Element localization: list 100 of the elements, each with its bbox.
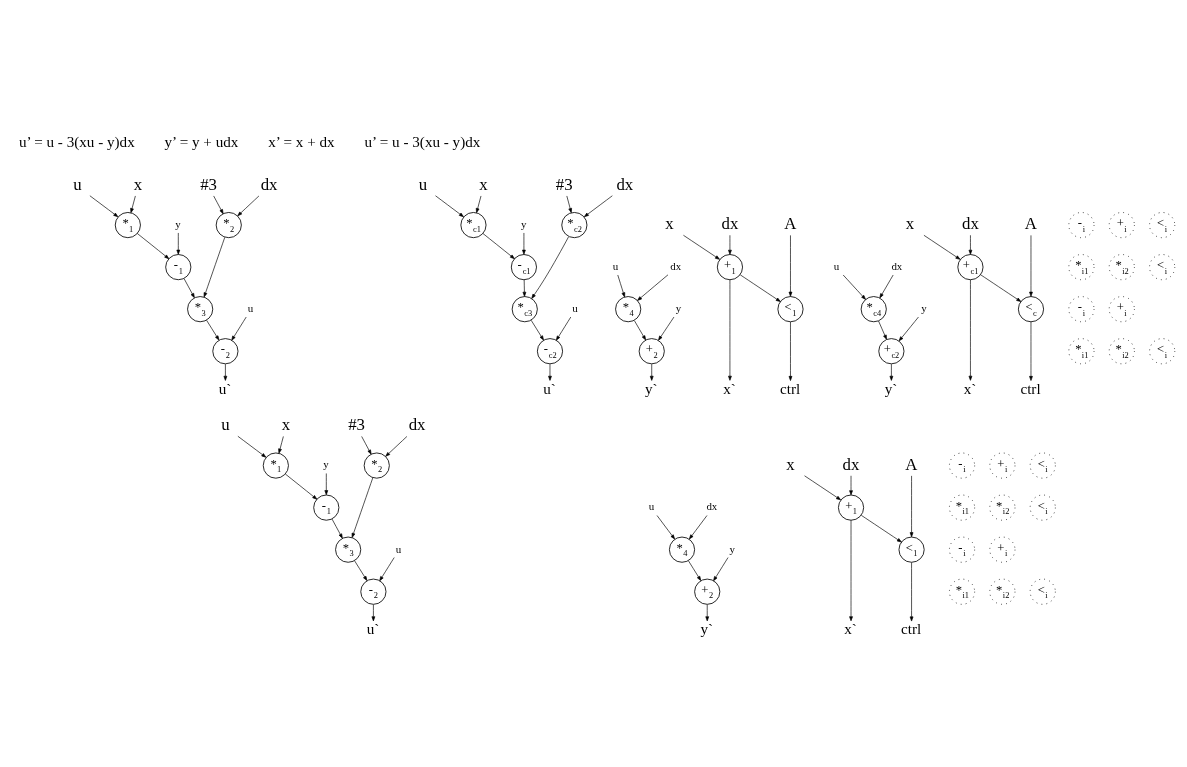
node-text: #3 [348, 414, 365, 434]
arrow [354, 559, 368, 581]
arrow [379, 556, 395, 581]
arrow [634, 319, 646, 340]
node-circle: <$_{i}$ [1149, 253, 1176, 280]
node-text: u` [543, 380, 556, 397]
arrow [278, 435, 284, 453]
node-text: y [921, 301, 927, 314]
node-text: A [1024, 213, 1037, 233]
node-text: y [323, 457, 329, 470]
node-circle: *$_{3}$ [335, 536, 362, 563]
node-text: y [729, 542, 735, 555]
arrow [728, 234, 732, 255]
arrow [849, 519, 853, 621]
node-text: x [786, 454, 795, 474]
node-text: dx [721, 213, 739, 233]
arrow [522, 279, 527, 297]
node-text: u [612, 259, 619, 272]
node-circle: <$_{i}$ [1149, 337, 1176, 364]
node-circle: *$_{i1}$ [949, 494, 976, 521]
arrow [531, 235, 569, 299]
node-text: y` [884, 380, 898, 397]
node-text: dx [670, 259, 682, 272]
node-circle: -$_{i}$ [949, 452, 976, 479]
node-circle: -$_{i}$ [949, 536, 976, 563]
arrow [183, 277, 195, 298]
node-circle: +$_{i}$ [989, 536, 1016, 563]
arrow [909, 561, 914, 621]
node-text: u [572, 301, 578, 314]
arrow [849, 474, 853, 495]
arrow [130, 195, 136, 213]
node-circle: *$_{i1}$ [1068, 337, 1095, 364]
arrow [968, 234, 973, 255]
node-text: u [221, 414, 230, 434]
node-text: u` [218, 380, 232, 397]
arrow [923, 234, 961, 260]
arrow [842, 274, 866, 300]
arrow [556, 316, 572, 341]
label: x’ = x + dx [268, 133, 335, 150]
arrow [137, 232, 170, 259]
arrow [522, 232, 526, 255]
node-text: y` [700, 620, 714, 637]
arrow [689, 514, 708, 539]
node-text: u [833, 259, 840, 272]
label: u’ = u - 3(xu - y)dx [364, 133, 481, 150]
node-circle: *$_{i2}$ [989, 578, 1016, 605]
arrow [860, 514, 902, 542]
node-circle: -$_{2}$ [360, 578, 387, 605]
node-text: u [247, 301, 254, 314]
arrow [804, 474, 841, 500]
arrow [879, 274, 894, 298]
arrow [237, 195, 260, 216]
arrow [617, 274, 626, 297]
arrow [683, 234, 720, 260]
node-circle: *$_{i2}$ [1108, 337, 1135, 364]
node-circle: <$_{i}$ [1029, 452, 1056, 479]
node-text: A [905, 454, 918, 474]
arrow [909, 475, 914, 537]
label: u’ = u - 3(xu - y)dx [18, 133, 135, 150]
node-text: x` [963, 380, 977, 397]
node-circle: *$_{3}$ [187, 295, 214, 322]
node-text: x` [844, 620, 857, 637]
arrow [889, 363, 894, 381]
label: y’ = y + udx [164, 133, 239, 150]
node-text: x [665, 213, 674, 233]
node-circle: +$_{i}$ [1108, 295, 1135, 322]
node-circle: +$_{2}$ [694, 578, 721, 605]
node-text: x [281, 414, 291, 434]
arrow [475, 195, 482, 213]
node-text: ctrl [1020, 380, 1041, 397]
arrow [713, 556, 729, 581]
arrow [530, 319, 544, 340]
node-circle: *$_{i1}$ [949, 578, 976, 605]
node-text: u [395, 542, 402, 555]
arrow [237, 435, 267, 458]
arrow [584, 194, 613, 217]
node-text: dx [962, 213, 979, 233]
node-circle: <$_{i}$ [1029, 494, 1056, 521]
node-circle: <$_{i}$ [1149, 211, 1176, 238]
node-circle: +$_{i}$ [989, 452, 1016, 479]
node-text: y [520, 217, 527, 230]
arrow [788, 234, 793, 297]
arrow [331, 518, 343, 538]
node-text: dx [706, 499, 718, 512]
node-text: A [784, 213, 797, 233]
arrow [739, 273, 781, 302]
arrow [324, 472, 329, 495]
node-text: y` [645, 380, 658, 397]
arrow [285, 473, 318, 500]
node-text: dx [842, 454, 860, 474]
arrow [361, 435, 372, 455]
arrow [385, 435, 408, 457]
node-text: #3 [200, 174, 217, 194]
arrow [566, 195, 572, 213]
node-text: y [675, 301, 682, 314]
arrow [705, 603, 710, 621]
node-circle: <$_{i}$ [1029, 578, 1056, 605]
arrow [223, 363, 228, 381]
node-circle: *$_{4}$ [668, 536, 696, 563]
arrow [203, 236, 226, 297]
